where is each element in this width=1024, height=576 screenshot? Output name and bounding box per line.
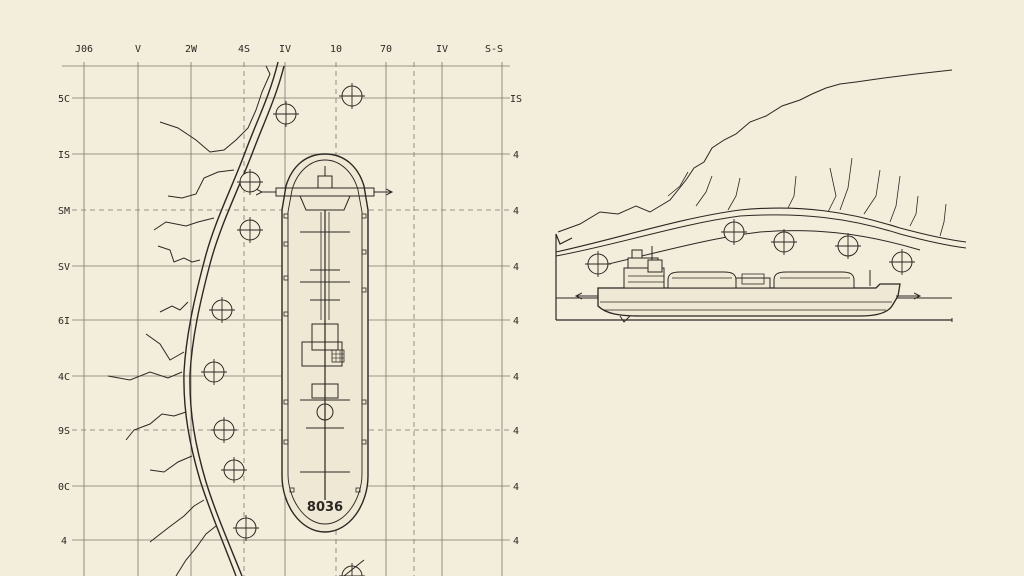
row-label-left-8: 0C — [58, 482, 70, 493]
survey-marker-icon — [208, 296, 236, 324]
grid-column-labels: J06 V 2W 4S IV 10 70 IV S-S — [75, 44, 503, 55]
row-label-right-9: 4 — [513, 536, 519, 547]
profile-view — [555, 69, 967, 323]
row-label-right-3: 4 — [513, 206, 519, 217]
row-label-right-8: 4 — [513, 482, 519, 493]
row-label-left-2: IS — [58, 150, 70, 161]
survey-marker-icon — [272, 100, 300, 128]
grid-row-labels-left: 5C IS SM SV 6I 4C 9S 0C 4 — [58, 94, 70, 547]
survey-marker-icon — [720, 218, 748, 246]
col-label-6: 10 — [330, 44, 342, 55]
survey-marker-icon — [236, 216, 264, 244]
col-label-3: 2W — [185, 44, 198, 55]
survey-marker-icon — [770, 228, 798, 256]
col-label-5: IV — [279, 44, 291, 55]
plan-markers — [200, 82, 366, 576]
survey-marker-icon — [236, 168, 264, 196]
col-label-4: 4S — [238, 44, 250, 55]
col-label-7: 70 — [380, 44, 392, 55]
mountain-outline — [557, 69, 953, 233]
coastline — [107, 61, 285, 576]
survey-marker-icon — [210, 416, 238, 444]
ship-profile — [576, 246, 920, 323]
row-label-left-5: 6I — [58, 316, 70, 327]
row-label-right-6: 4 — [513, 372, 519, 383]
grid-row-labels-right: IS 4 4 4 4 4 4 4 4 — [510, 94, 522, 547]
survey-marker-icon — [338, 82, 366, 110]
row-label-left-9: 4 — [61, 536, 67, 547]
row-label-left-3: SM — [58, 206, 70, 217]
row-label-right-2: 4 — [513, 150, 519, 161]
row-label-left-7: 9S — [58, 426, 70, 437]
row-label-right-5: 4 — [513, 316, 519, 327]
ship-plan-view: 8036 — [262, 153, 392, 533]
survey-marker-icon — [584, 250, 612, 278]
col-label-2: V — [135, 44, 141, 55]
survey-marker-icon — [220, 456, 248, 484]
survey-marker-icon — [834, 232, 862, 260]
hull-marking: 8036 — [307, 500, 343, 515]
profile-hull — [597, 283, 901, 317]
col-label-8: IV — [436, 44, 448, 55]
row-label-left-1: 5C — [58, 94, 70, 105]
col-label-1: J06 — [75, 44, 93, 55]
survey-marker-icon — [200, 358, 228, 386]
row-label-left-4: SV — [58, 262, 70, 273]
row-label-right-1: IS — [510, 94, 522, 105]
survey-marker-icon — [888, 248, 916, 276]
row-label-left-6: 4C — [58, 372, 70, 383]
col-label-9: S-S — [485, 44, 503, 55]
row-label-right-4: 4 — [513, 262, 519, 273]
survey-marker-icon — [232, 514, 260, 542]
row-label-right-7: 4 — [513, 426, 519, 437]
